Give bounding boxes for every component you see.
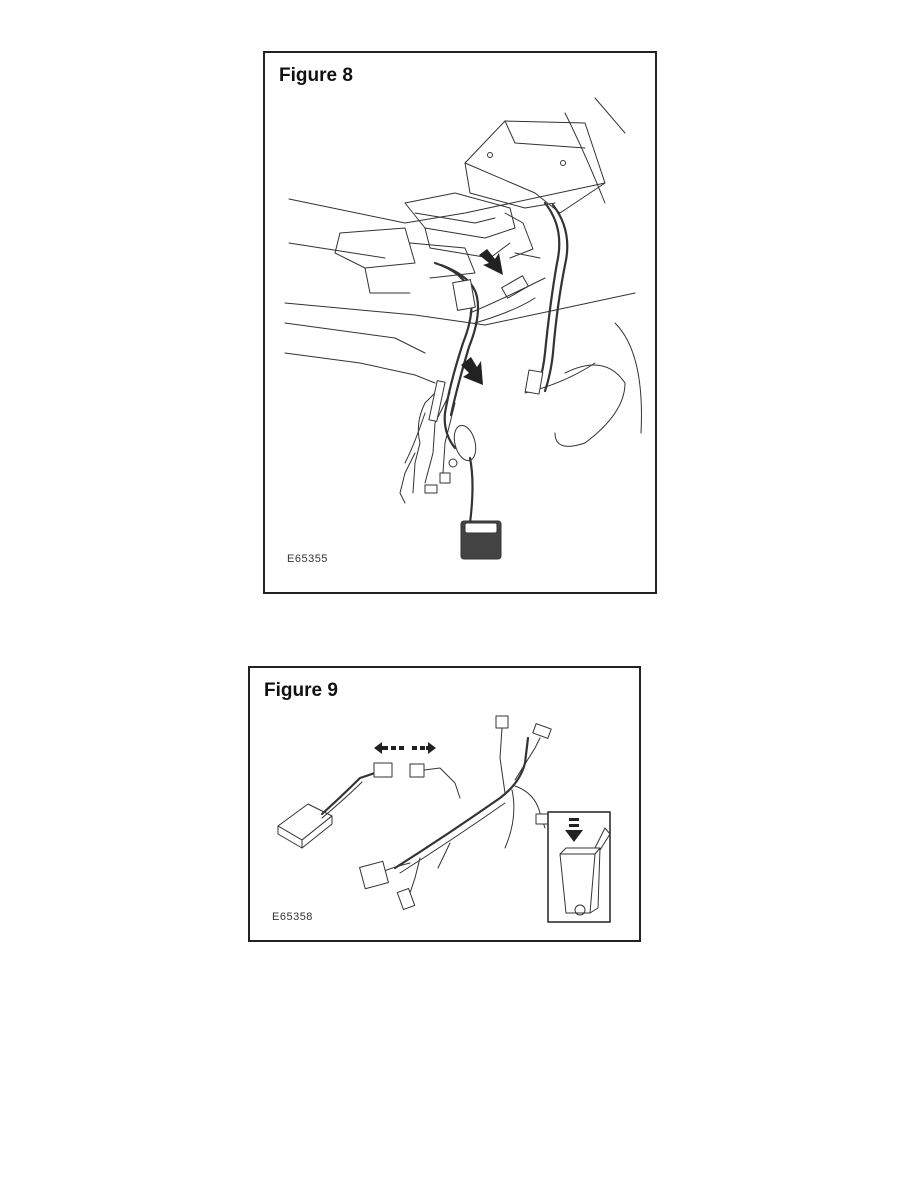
harness-illustration bbox=[277, 715, 611, 923]
white-harness bbox=[501, 201, 569, 395]
figure-title: Figure 9 bbox=[264, 680, 338, 701]
separate-arrows-icon bbox=[374, 742, 436, 754]
figure-8: Figure 8 E65355 bbox=[263, 51, 657, 594]
module-lead bbox=[320, 771, 377, 816]
figure-title: Figure 8 bbox=[279, 65, 353, 86]
disconnect-arrow-icon bbox=[461, 249, 503, 385]
main-harness bbox=[399, 261, 546, 560]
figure-9: Figure 9 E65358 bbox=[248, 666, 641, 942]
connector-male bbox=[409, 763, 425, 778]
disposal-bin-icon bbox=[547, 811, 611, 923]
module-box bbox=[277, 803, 333, 849]
figure-code: E65355 bbox=[287, 553, 328, 565]
main-harness bbox=[359, 715, 552, 911]
connector-female bbox=[373, 762, 393, 778]
harness-illustration bbox=[284, 97, 642, 560]
figure-code: E65358 bbox=[272, 911, 313, 923]
console-housing bbox=[334, 120, 606, 294]
